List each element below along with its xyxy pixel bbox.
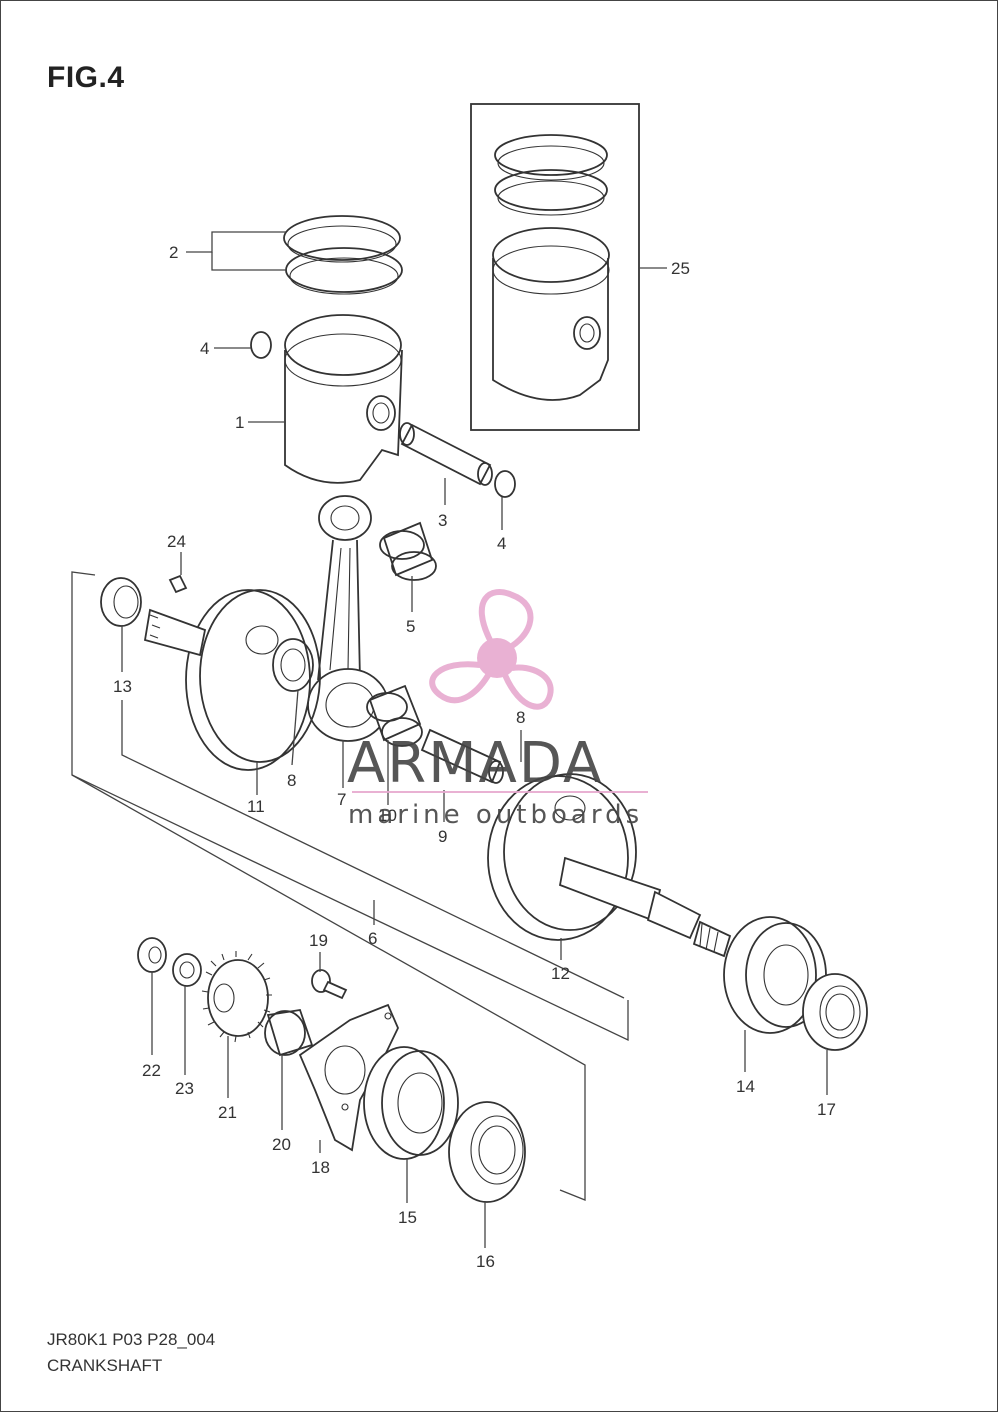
needle-bearing-5: [379, 521, 437, 581]
figure-title: FIG.4: [47, 61, 125, 94]
piston-pin-3: [399, 422, 493, 486]
callout-12: 12: [551, 964, 570, 983]
callout-20: 20: [272, 1135, 291, 1154]
piston-kit-25: [470, 103, 640, 431]
piston-kit-frame: [470, 103, 640, 431]
callout-numbers: 2 4 1 3 4 5 24 13 11 8 7 10 9 8 12 6 19 …: [113, 243, 836, 1271]
callout-6: 6: [368, 929, 377, 948]
callout-18: 18: [311, 1158, 330, 1177]
callout-4-left: 4: [200, 339, 209, 358]
callout-15: 15: [398, 1208, 417, 1227]
oil-seal-17: [802, 973, 868, 1051]
watermark-brand: ARMADA: [347, 731, 603, 796]
needle-bearing-10: [366, 684, 423, 747]
watermark: ARMADA marine outboards: [347, 589, 648, 830]
washer-23: [172, 953, 202, 987]
callout-14: 14: [736, 1077, 755, 1096]
bearing-15: [363, 1046, 459, 1160]
piston-1: [284, 314, 403, 484]
callout-2: 2: [169, 243, 178, 262]
callout-22: 22: [142, 1061, 161, 1080]
callout-24: 24: [167, 532, 186, 551]
callout-8-right: 8: [516, 708, 525, 727]
bearing-14: [723, 916, 827, 1034]
callout-19: 19: [309, 931, 328, 950]
nut-22: [137, 937, 167, 973]
watermark-tagline: marine outboards: [348, 800, 643, 830]
callout-4-right: 4: [497, 534, 506, 553]
callout-7: 7: [337, 790, 346, 809]
crank-pin-9: [420, 728, 504, 784]
oil-seal-13: [100, 577, 142, 627]
piston-rings-2: [283, 215, 403, 295]
callout-5: 5: [406, 617, 415, 636]
callout-8-left: 8: [287, 771, 296, 790]
crankshaft-assembly-bracket-6: [71, 571, 629, 1201]
connecting-rod-7: [307, 495, 389, 742]
oil-seal-16: [448, 1101, 526, 1203]
key-24: [168, 574, 188, 594]
callout-21: 21: [218, 1103, 237, 1122]
bolt-19: [311, 969, 348, 1000]
circlip-4-right: [494, 470, 516, 498]
crank-web-left-11: [143, 589, 321, 771]
figure-name: CRANKSHAFT: [47, 1356, 163, 1375]
callout-25: 25: [671, 259, 690, 278]
circlip-4-left: [250, 331, 272, 359]
propeller-hub-icon: [477, 638, 517, 678]
callout-9: 9: [438, 827, 447, 846]
callout-17: 17: [817, 1100, 836, 1119]
callout-10: 10: [378, 806, 397, 825]
callout-23: 23: [175, 1079, 194, 1098]
crank-web-right-12: [487, 773, 732, 958]
propeller-logo-icon: [429, 589, 554, 710]
callout-16: 16: [476, 1252, 495, 1271]
leader-lines: [121, 231, 828, 1248]
callout-3: 3: [438, 511, 447, 530]
figure-code: JR80K1 P03 P28_004: [47, 1330, 216, 1349]
spacer-20: [264, 1008, 314, 1057]
callout-11: 11: [247, 797, 265, 816]
gear-21: [201, 951, 272, 1043]
callout-13: 13: [113, 677, 132, 696]
callout-1: 1: [235, 413, 244, 432]
